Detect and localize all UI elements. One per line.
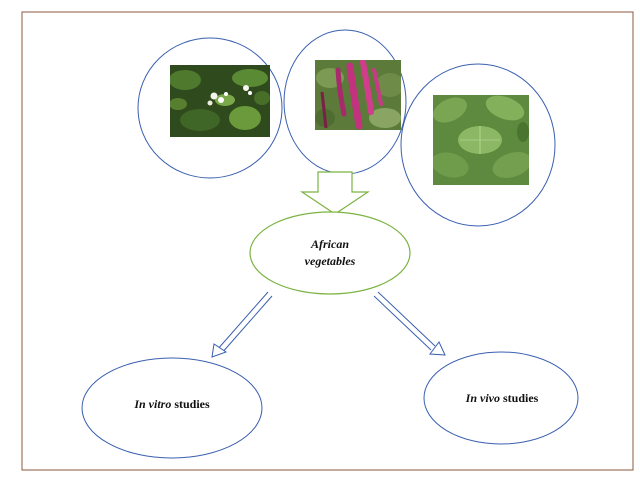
- photo-white-flower-plant: [170, 65, 270, 137]
- in-vitro-label: In vitro studies: [102, 396, 242, 413]
- down-arrow: [300, 171, 370, 215]
- figure-frame: [21, 11, 634, 471]
- arrow-to-in-vitro: [211, 291, 273, 358]
- in-vivo-rest: studies: [500, 391, 539, 405]
- in-vivo-ellipse: [423, 351, 579, 445]
- photo-magenta-flower-spikes: [315, 60, 401, 130]
- in-vivo-italic: In vivo: [465, 391, 500, 405]
- in-vivo-label: In vivo studies: [432, 390, 572, 407]
- central-node-ellipse: [249, 211, 411, 295]
- in-vitro-rest: studies: [171, 397, 210, 411]
- arrow-to-in-vivo: [373, 291, 446, 356]
- in-vitro-italic: In vitro: [134, 397, 172, 411]
- in-vitro-ellipse: [81, 357, 263, 459]
- central-node-line1: African: [310, 237, 349, 251]
- central-node-line2: vegetables: [304, 254, 356, 268]
- photo-green-leafy-herb: [433, 95, 529, 185]
- central-node-label: African vegetables: [270, 236, 390, 270]
